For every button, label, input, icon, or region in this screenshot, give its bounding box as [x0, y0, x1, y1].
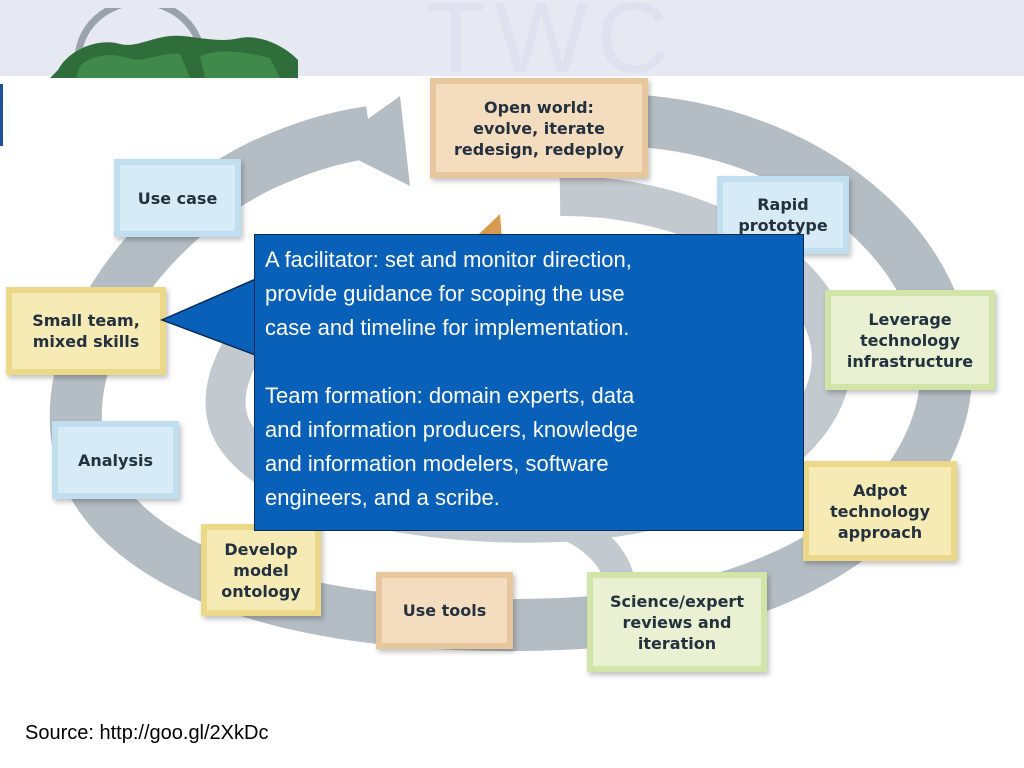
callout-pointer: [160, 276, 259, 358]
card-leverage: Leverage technology infrastructure: [825, 290, 995, 390]
card-small-team: Small team, mixed skills: [6, 287, 166, 375]
card-develop-label: Develop model ontology: [221, 539, 301, 601]
card-use-case-label: Use case: [137, 188, 218, 208]
card-small-team-label: Small team, mixed skills: [32, 311, 140, 351]
callout-paragraph-team: Team formation: domain experts, data and…: [265, 383, 639, 510]
watermark-text: TWC: [425, 0, 677, 94]
card-science: Science/expert reviews and iteration: [587, 572, 767, 672]
left-accent-bar: [0, 84, 3, 146]
card-analysis-label: Analysis: [77, 450, 153, 470]
card-rapid-prototype-label: Rapid prototype: [738, 195, 828, 235]
card-analysis: Analysis: [52, 421, 179, 499]
card-open-world: Open world: evolve, iterate redesign, re…: [430, 78, 648, 178]
card-leverage-label: Leverage technology infrastructure: [846, 309, 974, 371]
card-adpot-label: Adpot technology approach: [829, 480, 931, 542]
card-use-case: Use case: [114, 159, 241, 237]
callout-paragraph-facilitator: A facilitator: set and monitor direction…: [265, 247, 632, 340]
source-citation: Source: http://goo.gl/2XkDc: [25, 722, 269, 744]
card-use-tools: Use tools: [376, 572, 513, 649]
card-adpot: Adpot technology approach: [803, 461, 957, 561]
card-open-world-label: Open world: evolve, iterate redesign, re…: [454, 97, 624, 159]
card-science-label: Science/expert reviews and iteration: [610, 591, 744, 653]
globe-logo-icon: [50, 8, 298, 78]
card-use-tools-label: Use tools: [402, 601, 487, 620]
facilitator-callout: A facilitator: set and monitor direction…: [254, 234, 804, 531]
outer-arrow-head: [330, 96, 410, 186]
card-develop: Develop model ontology: [201, 524, 321, 616]
